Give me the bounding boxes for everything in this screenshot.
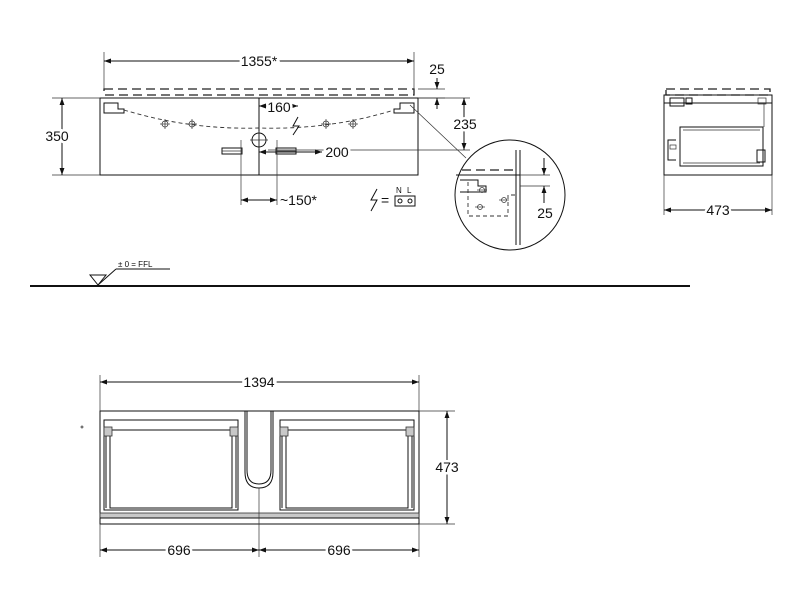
detail-leader-line [409,104,467,159]
socket-icon [394,195,416,207]
side-drawer [679,126,764,167]
left-section-label: 696 [167,542,191,558]
front-view: 1355* 350 25 235 160 200 ~150* = N [43,51,479,212]
detail-view: 25 [454,139,566,251]
fixing-hole-3 [321,119,331,129]
top-depth-label: 473 [435,459,459,475]
fixing-hole-2 [187,119,197,129]
right-section-label: 696 [327,542,351,558]
basin-curve [123,109,395,129]
top-view: 1394 473 696 696 [80,372,461,561]
fixing-hole-4 [348,119,358,129]
side-countertop-dashed [665,88,771,96]
siphon-cutout [246,411,272,485]
floor-reference: ± 0 = FFL [30,260,690,287]
level-triangle [88,274,108,286]
left-drawer [103,419,239,511]
detail-offset-label: 25 [537,205,553,221]
right-wall-hook [393,102,415,114]
lightning-icon [370,188,378,212]
lateral-label: 200 [325,144,349,160]
electrical-equals: = [381,192,389,208]
center-offset-label: 160 [267,99,291,115]
detail-hole-1 [477,187,487,193]
neutral-label: N [396,186,402,195]
live-label: L [407,186,412,195]
detail-circle [454,139,566,251]
left-wall-hook [103,102,125,114]
electrical-legend: = N L [370,186,416,212]
side-hook [669,97,685,107]
side-view: 473 [663,88,773,221]
top-width-label: 1394 [243,374,274,390]
front-height-label: 350 [45,128,69,144]
top-offset-label: 25 [429,61,445,77]
fixing-hole-1 [160,119,170,129]
front-width-label: 1355* [241,53,278,69]
detail-hole-3 [475,204,485,210]
countertop-outline [103,88,415,96]
side-cabinet-body [663,94,773,176]
side-depth-label: 473 [706,202,730,218]
drain-offset-label: ~150* [280,192,318,208]
detail-hole-2 [499,197,509,203]
drain-outlet [250,131,268,149]
outlet-height-label: 235 [453,116,477,132]
electrical-supply-icon [292,116,300,136]
floor-level-label: ± 0 = FFL [118,260,153,269]
right-drawer [279,419,415,511]
top-outline [99,410,420,525]
